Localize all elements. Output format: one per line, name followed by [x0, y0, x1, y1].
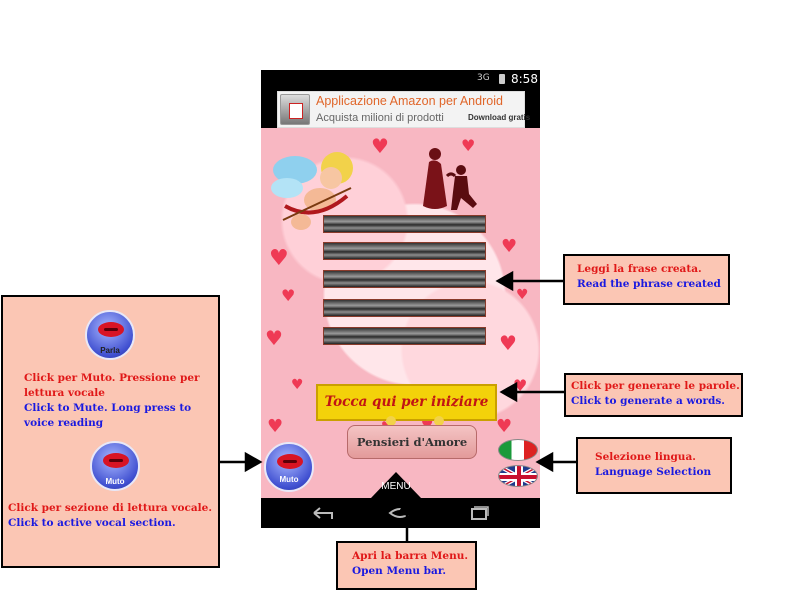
callout-language-en: Language Selection	[595, 466, 712, 478]
uk-flag-icon[interactable]	[498, 465, 538, 487]
signal-icon: 3G	[477, 73, 490, 83]
navigation-bar	[261, 498, 540, 528]
callout-menu: Apri la barra Menu. Open Menu bar.	[336, 541, 477, 590]
callout-read-phrase-en: Read the phrase created	[577, 278, 721, 290]
callout-read-phrase-it: Leggi la frase creata.	[577, 263, 702, 275]
phrase-bar[interactable]	[323, 299, 486, 317]
heart-icon: ♥	[513, 376, 528, 395]
mute-button-sample: Muto	[90, 441, 140, 491]
phrase-bar[interactable]	[323, 270, 486, 288]
speak-sample-label: Parla	[100, 346, 120, 355]
battery-icon	[499, 74, 505, 84]
phrase-bar[interactable]	[323, 215, 486, 233]
phone-screen: 3G 8:58 Applicazione Amazon per Android …	[261, 70, 540, 528]
status-time: 8:58	[511, 72, 538, 86]
voice-reading-button[interactable]: Muto	[264, 442, 314, 492]
home-icon[interactable]	[385, 501, 415, 525]
callout-language-it: Selezione lingua.	[595, 451, 696, 463]
menu-label: MENU	[381, 481, 411, 492]
heart-icon: ♥	[281, 286, 296, 305]
italian-flag-icon[interactable]	[498, 439, 538, 461]
callout-language: Selezione lingua. Language Selection	[576, 437, 732, 494]
callout-generate-en: Click to generate a words.	[571, 395, 725, 407]
status-bar: 3G 8:58	[261, 70, 540, 88]
heart-icon: ♥	[501, 236, 518, 257]
callout-generate: Click per generare le parole. Click to g…	[564, 373, 743, 417]
mute-it-line2: lettura vocale	[24, 387, 105, 399]
mute-en-line2: voice reading	[24, 417, 104, 429]
couple-silhouette	[423, 148, 477, 210]
heart-icon: ♥	[265, 326, 283, 350]
heart-icon: ♥	[269, 246, 289, 271]
voice-button-label: Muto	[279, 475, 299, 484]
mute-en-line1: Click to Mute. Long press to	[24, 402, 192, 414]
recent-apps-icon[interactable]	[464, 501, 494, 525]
back-icon[interactable]	[308, 501, 338, 525]
callout-left-panel: Parla Click per Muto. Pressione per lett…	[1, 295, 220, 568]
ad-app-icon	[280, 94, 310, 125]
heart-icon: ♥	[291, 377, 304, 393]
heart-icon: ♥	[267, 416, 284, 437]
title-banner: Pensieri d'Amore	[347, 425, 477, 459]
heart-icon: ♥	[499, 331, 517, 355]
start-button[interactable]: Tocca qui per iniziare	[316, 384, 497, 421]
menu-tab[interactable]: MENU	[371, 472, 421, 498]
mute-it-line1: Click per Muto. Pressione per	[24, 372, 200, 384]
vocal-en: Click to active vocal section.	[8, 517, 176, 529]
callout-menu-en: Open Menu bar.	[352, 565, 447, 577]
heart-icon: ♥	[371, 134, 389, 158]
callout-generate-it: Click per generare le parole.	[571, 380, 740, 392]
speak-button-sample: Parla	[85, 310, 135, 360]
callout-menu-it: Apri la barra Menu.	[352, 550, 469, 562]
ad-banner[interactable]: Applicazione Amazon per Android Acquista…	[277, 91, 530, 128]
lips-icon	[277, 454, 303, 469]
ad-subtitle: Acquista milioni di prodotti	[316, 112, 444, 124]
vocal-it: Click per sezione di lettura vocale.	[8, 502, 212, 514]
cupid-illustration	[271, 152, 353, 230]
phrase-bar[interactable]	[323, 242, 486, 260]
ad-download-link[interactable]: Download gratis	[468, 113, 531, 122]
heart-icon: ♥	[496, 416, 513, 437]
callout-read-phrase: Leggi la frase creata. Read the phrase c…	[563, 254, 730, 305]
ad-title: Applicazione Amazon per Android	[316, 94, 503, 108]
mute-sample-label: Muto	[105, 477, 125, 486]
lips-icon	[103, 453, 129, 468]
heart-icon: ♥	[516, 287, 529, 303]
open-mouth-icon	[98, 322, 124, 337]
phrase-bar[interactable]	[323, 327, 486, 345]
heart-icon: ♥	[461, 136, 476, 155]
